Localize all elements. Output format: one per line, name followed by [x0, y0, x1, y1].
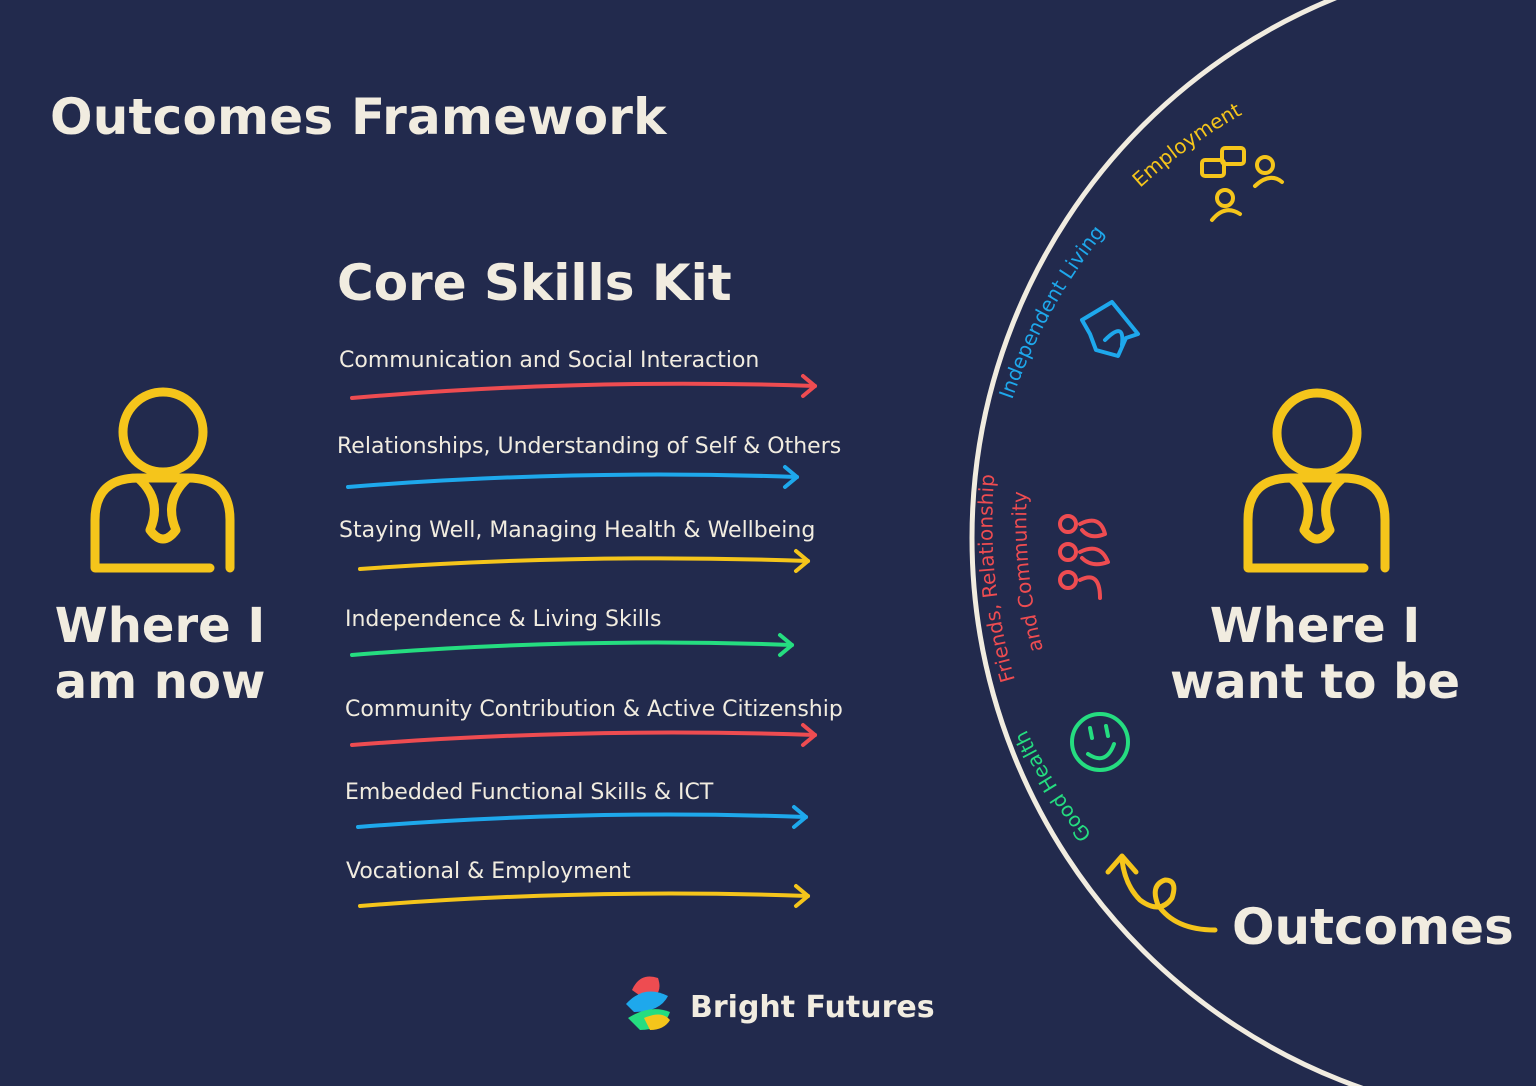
skill-arrow-head	[801, 723, 817, 747]
skill-arrow-head	[794, 549, 810, 573]
core-skills-heading: Core Skills Kit	[337, 254, 732, 312]
smiley-icon	[1070, 712, 1130, 772]
outcomes-circle	[969, 0, 1364, 1086]
skill-arrow-line	[346, 472, 799, 489]
skill-label: Communication and Social Interaction	[339, 348, 760, 373]
group-icon	[1058, 514, 1110, 600]
skill-arrows	[346, 374, 817, 908]
skill-arrow-head	[783, 465, 799, 489]
where-i-want-to-be-line2: want to be	[1169, 654, 1461, 710]
skill-label: Community Contribution & Active Citizens…	[345, 697, 843, 722]
person-icon	[1243, 388, 1390, 573]
outcomes-arrow-icon	[1105, 853, 1218, 933]
skill-arrow-line	[350, 381, 817, 400]
page-title: Outcomes Framework	[50, 88, 667, 146]
skill-arrow-line	[350, 730, 817, 747]
brand-name: Bright Futures	[690, 990, 935, 1025]
skill-arrow-head	[794, 884, 810, 908]
skill-label: Embedded Functional Skills & ICT	[345, 780, 714, 805]
skill-label: Vocational & Employment	[346, 859, 631, 884]
skill-arrow-line	[350, 640, 794, 657]
where-i-am-now-line1: Where I	[54, 598, 266, 654]
skill-label: Staying Well, Managing Health & Wellbein…	[339, 518, 816, 543]
skill-label: Relationships, Understanding of Self & O…	[337, 434, 842, 459]
where-i-want-to-be-label: Where I want to be	[1160, 598, 1470, 710]
where-i-am-now-line2: am now	[54, 654, 266, 710]
person-icon	[90, 387, 235, 573]
skill-arrow-line	[358, 556, 810, 571]
skill-arrow-line	[358, 891, 810, 908]
people-chat-icon	[1200, 146, 1284, 222]
where-i-want-to-be-line1: Where I	[1209, 598, 1421, 654]
skill-label: Independence & Living Skills	[345, 607, 662, 632]
outcome-label-friends-line2: and Community	[1007, 491, 1048, 655]
skill-arrow-head	[778, 633, 794, 657]
skill-arrow-line	[356, 812, 808, 829]
house-icon	[1080, 300, 1140, 358]
skill-arrow-head	[792, 805, 808, 829]
outcome-label-employment: Employment	[1127, 97, 1245, 191]
bright-futures-logo	[626, 976, 670, 1030]
outcomes-label: Outcomes	[1232, 898, 1514, 956]
where-i-am-now-label: Where I am now	[30, 598, 290, 710]
skill-arrow-head	[801, 374, 817, 398]
